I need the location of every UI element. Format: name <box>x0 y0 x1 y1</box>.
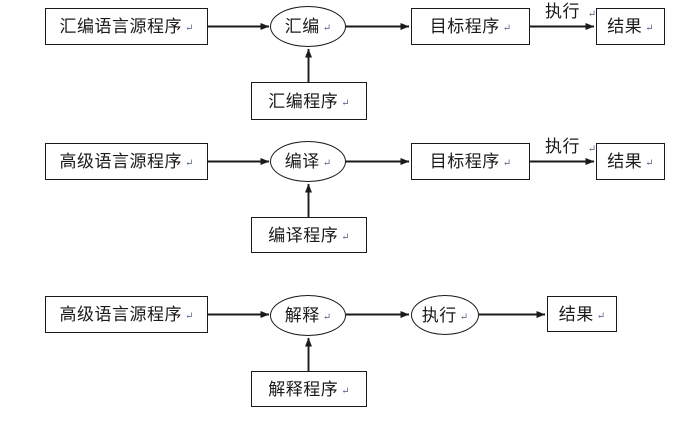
node-compile-source-label: 高级语言源程序 <box>59 152 183 171</box>
paragraph-mark-icon: ↵ <box>587 144 597 156</box>
node-compile-result[interactable]: 结果 ↵ <box>596 143 665 180</box>
paragraph-mark-icon: ↵ <box>322 23 332 34</box>
paragraph-mark-icon: ↵ <box>185 158 194 169</box>
paragraph-mark-icon: ↵ <box>341 385 350 397</box>
node-interpret-target-label: 执行 <box>421 305 457 325</box>
node-interpret-tool[interactable]: 解释程序 ↵ <box>251 371 367 407</box>
node-compile-tool-label: 编译程序 <box>268 225 339 245</box>
paragraph-mark-icon: ↵ <box>502 158 512 169</box>
paragraph-mark-icon: ↵ <box>341 97 350 109</box>
paragraph-mark-icon: ↵ <box>645 158 654 169</box>
node-interpret-target[interactable]: 执行 ↵ <box>411 295 479 335</box>
node-interpret-source-label: 高级语言源程序 <box>59 305 183 324</box>
paragraph-mark-icon: ↵ <box>185 311 194 322</box>
node-assembly-tool[interactable]: 汇编程序 ↵ <box>251 82 367 120</box>
paragraph-mark-icon: ↵ <box>341 231 350 243</box>
edge-label-compile-execute: 执行 <box>545 137 580 156</box>
node-assembly-result-label: 结果 <box>607 17 643 36</box>
node-interpret-result[interactable]: 结果 ↵ <box>547 296 617 332</box>
node-assembly-tool-label: 汇编程序 <box>268 91 339 111</box>
edge-label-assembly-execute-wrapper: 执行 ↵ <box>545 3 597 20</box>
paragraph-mark-icon: ↵ <box>185 23 194 34</box>
node-interpret-process[interactable]: 解释 ↵ <box>270 295 346 336</box>
node-interpret-result-label: 结果 <box>558 304 594 324</box>
node-compile-target[interactable]: 目标程序 ↵ <box>411 143 530 180</box>
node-assembly-process[interactable]: 汇编 ↵ <box>270 6 346 47</box>
edge-label-assembly-execute: 执行 <box>545 2 580 21</box>
paragraph-mark-icon: ↵ <box>596 310 606 322</box>
node-assembly-source[interactable]: 汇编语言源程序 ↵ <box>45 8 208 45</box>
paragraph-mark-icon: ↵ <box>587 9 597 21</box>
node-assembly-target[interactable]: 目标程序 ↵ <box>411 8 530 45</box>
paragraph-mark-icon: ↵ <box>502 23 512 34</box>
node-interpret-process-label: 解释 <box>284 306 320 325</box>
node-compile-process[interactable]: 编译 ↵ <box>270 141 346 182</box>
node-assembly-result[interactable]: 结果 ↵ <box>596 8 665 45</box>
node-compile-result-label: 结果 <box>607 152 643 171</box>
paragraph-mark-icon: ↵ <box>322 158 332 169</box>
node-assembly-process-label: 汇编 <box>284 17 320 36</box>
node-assembly-target-label: 目标程序 <box>429 17 500 36</box>
paragraph-mark-icon: ↵ <box>459 311 469 323</box>
node-compile-tool[interactable]: 编译程序 ↵ <box>251 217 367 253</box>
node-assembly-source-label: 汇编语言源程序 <box>59 17 183 36</box>
edge-label-compile-execute-wrapper: 执行 ↵ <box>545 138 597 155</box>
node-compile-target-label: 目标程序 <box>429 152 500 171</box>
node-interpret-tool-label: 解释程序 <box>268 379 339 399</box>
paragraph-mark-icon: ↵ <box>645 23 654 34</box>
node-interpret-source[interactable]: 高级语言源程序 ↵ <box>45 296 208 333</box>
node-compile-process-label: 编译 <box>284 152 320 171</box>
node-compile-source[interactable]: 高级语言源程序 ↵ <box>45 143 208 180</box>
paragraph-mark-icon: ↵ <box>322 312 332 323</box>
